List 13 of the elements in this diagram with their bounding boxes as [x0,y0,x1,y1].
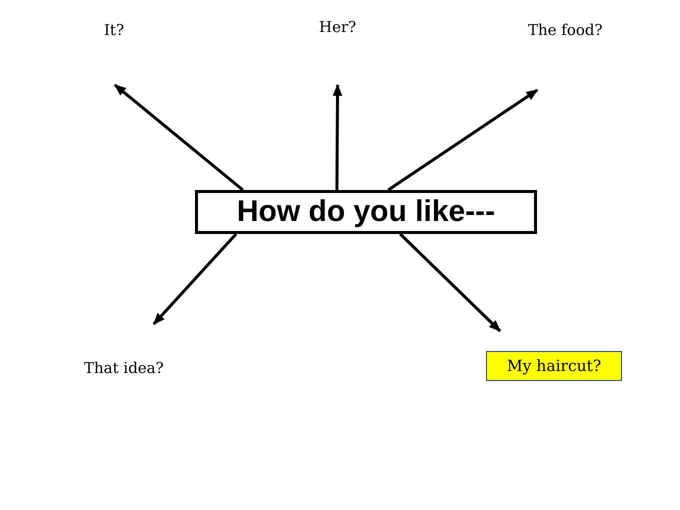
prompt-text: How do you like--- [236,194,496,230]
question-text: That idea? [84,359,164,377]
question-text: My haircut? [506,357,602,375]
arrow [387,88,538,192]
arrow [332,84,342,190]
question-text: The food? [528,21,603,39]
arrow [114,84,244,192]
arrow [152,233,238,326]
highlighted-box [486,351,622,381]
question-text: Her? [319,18,356,36]
arrow [399,232,502,332]
prompt-box [195,190,537,234]
question-text: It? [104,21,124,39]
